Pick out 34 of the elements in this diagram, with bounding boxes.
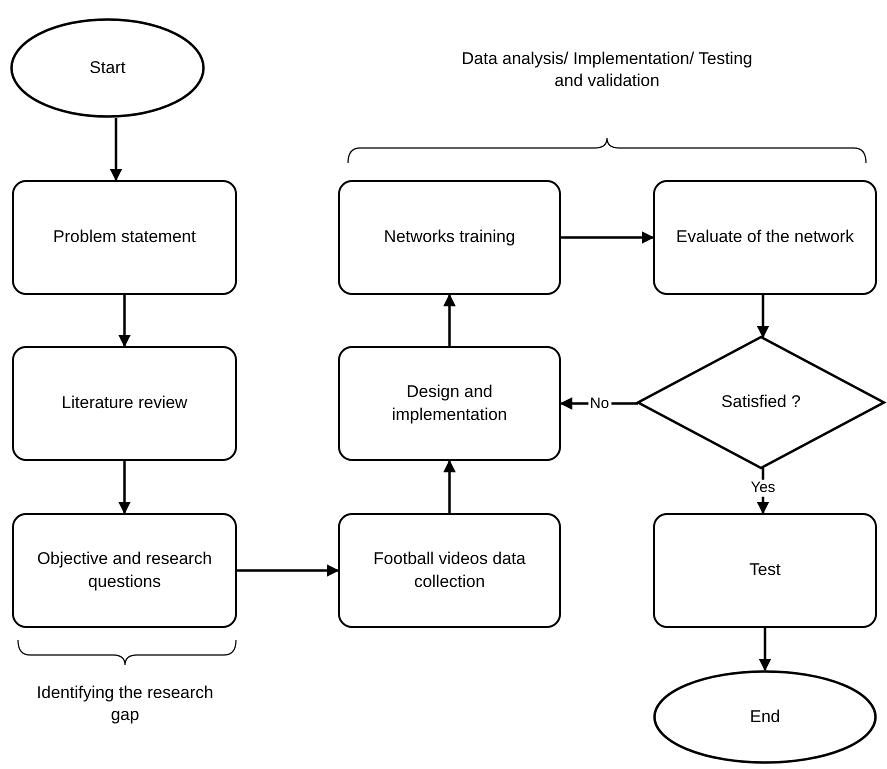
- node-label: End: [748, 706, 782, 728]
- process-box: [338, 346, 561, 461]
- process-box: [12, 180, 237, 295]
- process-box: [653, 513, 877, 628]
- edge-label: Yes: [748, 480, 778, 496]
- terminal-ellipse: [653, 670, 877, 764]
- arrow: [118, 461, 131, 514]
- node-label: Problem statement: [52, 226, 197, 248]
- terminal-ellipse: [10, 18, 205, 118]
- arrow: [110, 118, 122, 182]
- brace-label: Identifying the research gap: [36, 682, 214, 726]
- node-label: Networks training: [382, 226, 516, 248]
- arrow: [443, 294, 456, 346]
- node-label: Literature review: [60, 392, 188, 414]
- node-label: Start: [88, 56, 126, 79]
- process-box: [338, 513, 561, 628]
- process-box: [12, 346, 237, 461]
- arrow: [237, 564, 340, 577]
- arrow: [118, 295, 131, 348]
- arrow: [758, 628, 772, 672]
- node-label: Test: [748, 559, 782, 582]
- process-box: [12, 513, 237, 628]
- node-label: Design and implementation: [390, 381, 508, 426]
- node-label: Evaluate of the network: [675, 226, 855, 248]
- arrow: [443, 460, 456, 513]
- node-label: Objective and research questions: [36, 548, 213, 592]
- node-label: Football videos data collection: [372, 548, 527, 592]
- arrow: [756, 295, 770, 338]
- arrow: [561, 231, 654, 244]
- process-box: [653, 180, 877, 295]
- brace-label: Data analysis/ Implementation/ Testing and validation: [460, 48, 754, 92]
- process-box: [338, 180, 561, 295]
- decision-diamond: [638, 337, 884, 468]
- node-label: Satisfied ?: [720, 391, 802, 414]
